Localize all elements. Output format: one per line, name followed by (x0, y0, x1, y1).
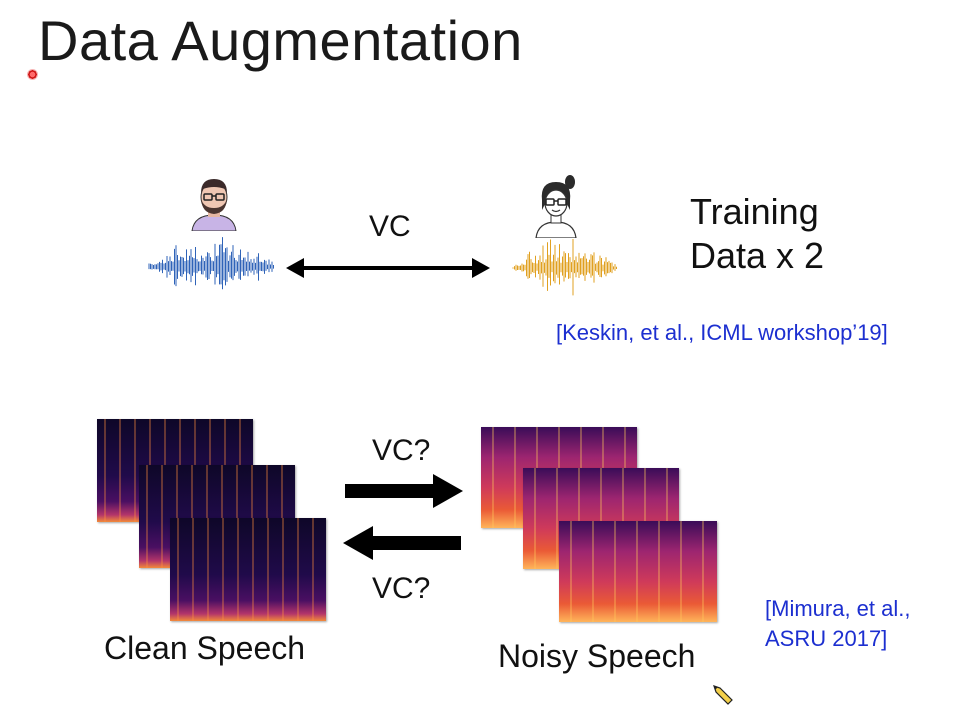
male-avatar-icon (191, 179, 237, 231)
reference-mimura: [Mimura, et al., ASRU 2017] (765, 594, 910, 654)
vc-question-bottom: VC? (372, 572, 431, 605)
vc-label: VC (369, 210, 411, 243)
laser-pointer-dot (27, 69, 38, 80)
training-line-1: Training (690, 191, 819, 232)
noisy-spectrogram-3 (559, 521, 717, 622)
training-data-label: Training Data x 2 (690, 190, 824, 278)
reference-mimura-line-2: ASRU 2017] (765, 626, 888, 651)
right-arrow-icon (345, 474, 463, 508)
left-arrow-icon (343, 526, 461, 560)
waveform-female (512, 239, 617, 296)
clean-spectrogram-3 (170, 518, 326, 621)
reference-mimura-line-1: [Mimura, et al., (765, 596, 911, 621)
pen-cursor-icon (713, 685, 733, 705)
clean-speech-label: Clean Speech (104, 630, 306, 666)
double-arrow-icon (286, 258, 490, 278)
slide-title: Data Augmentation (38, 9, 523, 72)
female-avatar-icon (535, 175, 577, 238)
reference-keskin: [Keskin, et al., ICML workshop’19] (556, 320, 888, 345)
noisy-speech-label: Noisy Speech (498, 638, 696, 674)
waveform-male (148, 237, 274, 290)
training-line-2: Data x 2 (690, 235, 825, 276)
vc-question-top: VC? (372, 434, 431, 467)
